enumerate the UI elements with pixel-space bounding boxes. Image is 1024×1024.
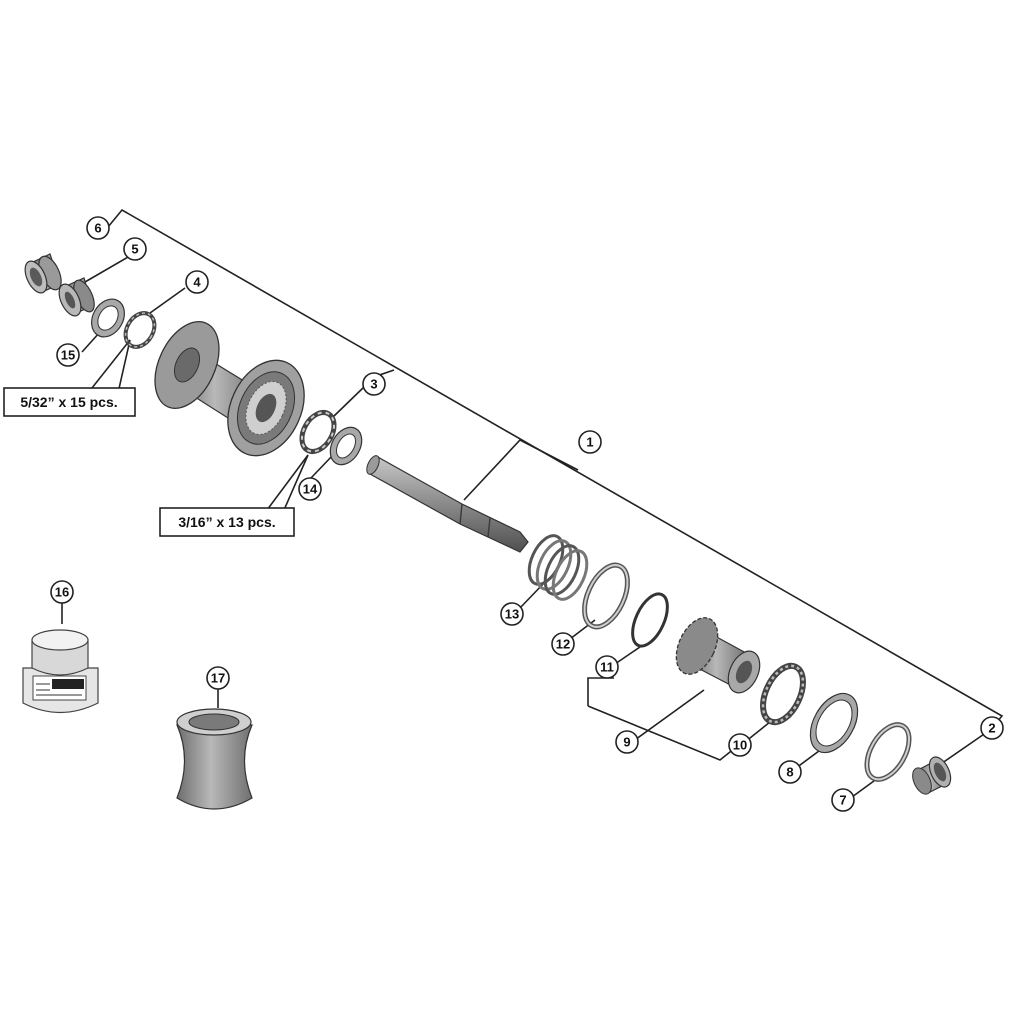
part-7-ring bbox=[864, 722, 912, 782]
svg-text:8: 8 bbox=[786, 765, 793, 780]
callout-1: 1 bbox=[578, 430, 602, 454]
part-6-end-cap bbox=[24, 253, 62, 294]
svg-text:14: 14 bbox=[303, 482, 318, 497]
svg-text:7: 7 bbox=[839, 793, 846, 808]
axle bbox=[366, 455, 529, 553]
part-4-bearing-retainer bbox=[123, 311, 157, 349]
callout-9: 9 bbox=[615, 730, 639, 754]
callout-8: 8 bbox=[778, 760, 802, 784]
part-15-washer bbox=[91, 298, 125, 338]
part-9-freehub-body bbox=[675, 617, 761, 694]
qty-label-left: 5/32” x 15 pcs. bbox=[20, 394, 117, 410]
svg-text:12: 12 bbox=[556, 637, 570, 652]
callout-4: 4 bbox=[185, 270, 209, 294]
callout-10: 10 bbox=[728, 733, 752, 757]
callout-7: 7 bbox=[831, 788, 855, 812]
svg-text:4: 4 bbox=[193, 275, 201, 290]
part-10-ratchet-ring bbox=[760, 662, 806, 726]
svg-text:6: 6 bbox=[94, 221, 101, 236]
callout-5: 5 bbox=[123, 237, 147, 261]
part-13-spring bbox=[527, 534, 589, 601]
callout-12: 12 bbox=[551, 632, 575, 656]
svg-text:13: 13 bbox=[505, 607, 519, 622]
callout-11: 11 bbox=[595, 655, 619, 679]
part-16-grease-container bbox=[22, 629, 99, 714]
part-11-snap-ring bbox=[631, 592, 669, 648]
callout-6: 6 bbox=[86, 216, 110, 240]
svg-text:2: 2 bbox=[988, 721, 995, 736]
part-12-seal-ring bbox=[582, 562, 630, 630]
qty-box-left-bearings: 5/32” x 15 pcs. bbox=[3, 387, 136, 417]
part-2-end-cap bbox=[912, 756, 952, 795]
callout-17: 17 bbox=[206, 666, 230, 690]
callout-16: 16 bbox=[50, 580, 74, 604]
svg-text:17: 17 bbox=[211, 671, 225, 686]
svg-text:5: 5 bbox=[131, 242, 138, 257]
part-3-bearing-retainer bbox=[299, 410, 337, 454]
svg-text:16: 16 bbox=[55, 585, 69, 600]
hub-shell bbox=[154, 321, 305, 457]
callout-13: 13 bbox=[500, 602, 524, 626]
svg-text:10: 10 bbox=[733, 738, 747, 753]
qty-box-right-bearings: 3/16” x 13 pcs. bbox=[159, 507, 295, 537]
svg-text:1: 1 bbox=[586, 435, 593, 450]
svg-text:11: 11 bbox=[600, 660, 614, 675]
callout-2: 2 bbox=[980, 716, 1004, 740]
part-17-spacer bbox=[176, 708, 253, 810]
part-5-lock-nut bbox=[58, 277, 95, 317]
callout-15: 15 bbox=[56, 343, 80, 367]
svg-text:3: 3 bbox=[370, 377, 377, 392]
svg-text:15: 15 bbox=[61, 348, 75, 363]
part-14-washer bbox=[329, 426, 363, 466]
callout-3: 3 bbox=[362, 372, 386, 396]
qty-label-right: 3/16” x 13 pcs. bbox=[178, 514, 275, 530]
callout-14: 14 bbox=[298, 477, 322, 501]
part-8-washer bbox=[809, 692, 859, 754]
svg-text:9: 9 bbox=[623, 735, 630, 750]
